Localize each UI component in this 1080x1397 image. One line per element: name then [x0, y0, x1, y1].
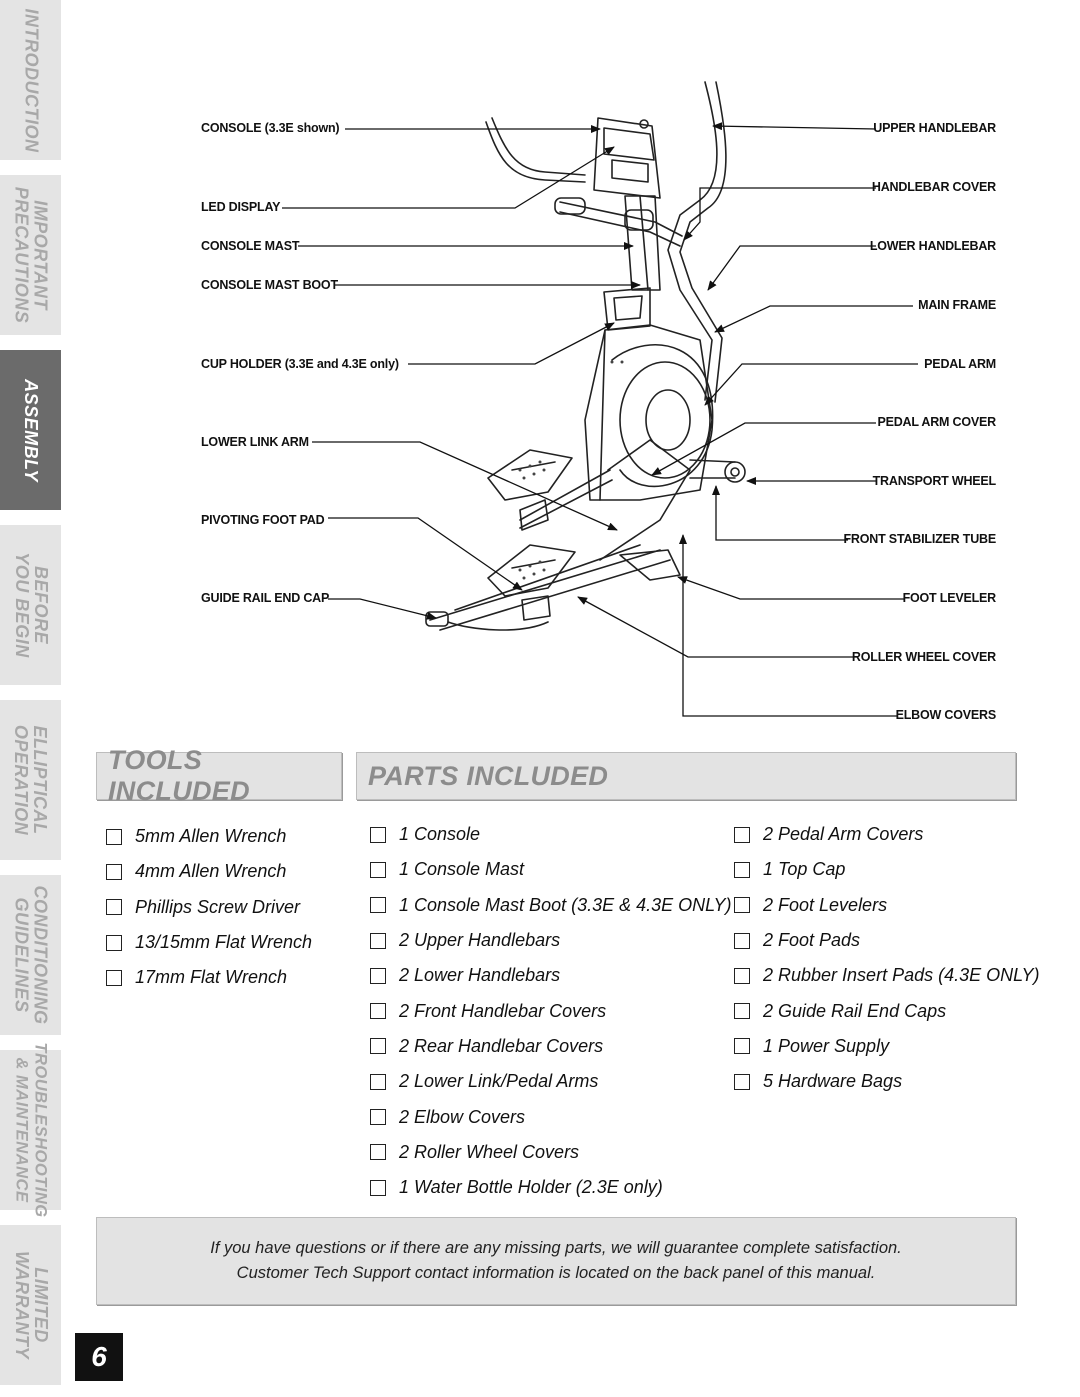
list-item: 4mm Allen Wrench [106, 854, 312, 889]
label-pedal-arm: PEDAL ARM [924, 357, 996, 371]
label-led-display: LED DISPLAY [201, 200, 281, 214]
tab-introduction[interactable]: INTRODUCTION [0, 0, 61, 160]
list-item: 2 Foot Levelers [734, 888, 1039, 923]
parts-checklist-column-1: 1 Console 1 Console Mast 1 Console Mast … [370, 817, 732, 1205]
list-item: 17mm Flat Wrench [106, 960, 312, 995]
list-item: 2 Lower Link/Pedal Arms [370, 1064, 732, 1099]
checkbox[interactable] [734, 1038, 750, 1055]
checkbox[interactable] [370, 967, 386, 984]
label-handlebar-cover: HANDLEBAR COVER [871, 180, 996, 194]
label-lower-link-arm: LOWER LINK ARM [201, 435, 309, 449]
page-number: 6 [75, 1333, 123, 1381]
list-item: 2 Front Handlebar Covers [370, 993, 732, 1028]
parts-included-title: PARTS INCLUDED [368, 760, 609, 791]
elliptical-parts-diagram: CONSOLE (3.3E shown) LED DISPLAY CONSOLE… [201, 81, 997, 722]
checkbox[interactable] [370, 826, 386, 843]
checkbox[interactable] [106, 899, 122, 916]
list-item: 2 Pedal Arm Covers [734, 817, 1039, 852]
parts-checklist-column-2: 2 Pedal Arm Covers 1 Top Cap 2 Foot Leve… [734, 817, 1039, 1099]
tools-included-heading: TOOLS INCLUDED [96, 745, 342, 806]
list-item: 1 Console Mast [370, 852, 732, 887]
checkbox[interactable] [734, 826, 750, 843]
checkbox[interactable] [370, 1038, 386, 1055]
checkbox[interactable] [370, 1003, 386, 1020]
support-note: If you have questions or if there are an… [96, 1217, 1016, 1305]
label-console-mast: CONSOLE MAST [201, 239, 300, 253]
checkbox[interactable] [106, 969, 122, 986]
list-item: 2 Lower Handlebars [370, 958, 732, 993]
checkbox[interactable] [734, 1073, 750, 1090]
label-cup-holder: CUP HOLDER (3.3E and 4.3E only) [201, 357, 399, 371]
label-pedal-arm-cover: PEDAL ARM COVER [877, 415, 996, 429]
label-elbow-covers: ELBOW COVERS [895, 708, 997, 722]
checkbox[interactable] [734, 932, 750, 949]
support-note-line-2: Customer Tech Support contact informatio… [236, 1264, 876, 1282]
tools-checklist: 5mm Allen Wrench 4mm Allen Wrench Philli… [106, 819, 312, 995]
list-item: 5mm Allen Wrench [106, 819, 312, 854]
list-item: 1 Water Bottle Holder (2.3E only) [370, 1170, 732, 1205]
checkbox[interactable] [370, 1179, 386, 1196]
checkbox[interactable] [106, 863, 122, 880]
list-item: 1 Power Supply [734, 1029, 1039, 1064]
checkbox[interactable] [734, 1003, 750, 1020]
list-item: 2 Guide Rail End Caps [734, 993, 1039, 1028]
label-lower-handlebar: LOWER HANDLEBAR [869, 239, 996, 253]
checkbox[interactable] [370, 861, 386, 878]
checkbox[interactable] [734, 861, 750, 878]
tools-included-title: TOOLS INCLUDED [108, 745, 250, 806]
list-item: 1 Top Cap [734, 852, 1039, 887]
checkbox[interactable] [370, 897, 386, 914]
label-pivoting-foot-pad: PIVOTING FOOT PAD [201, 513, 325, 527]
label-upper-handlebar: UPPER HANDLEBAR [873, 121, 996, 135]
support-note-line-1: If you have questions or if there are an… [210, 1239, 902, 1257]
label-main-frame: MAIN FRAME [918, 298, 996, 312]
label-foot-leveler: FOOT LEVELER [902, 591, 997, 605]
tab-troubleshooting-maintenance[interactable]: TROUBLESHOOTING& MAINTENANCE [0, 1042, 61, 1218]
label-front-stabilizer-tube: FRONT STABILIZER TUBE [843, 532, 996, 546]
label-console: CONSOLE (3.3E shown) [201, 121, 340, 135]
list-item: 1 Console [370, 817, 732, 852]
list-item: 13/15mm Flat Wrench [106, 925, 312, 960]
checkbox[interactable] [370, 932, 386, 949]
list-item: 2 Rear Handlebar Covers [370, 1029, 732, 1064]
list-item: 2 Rubber Insert Pads (4.3E ONLY) [734, 958, 1039, 993]
checkbox[interactable] [734, 897, 750, 914]
list-item: 2 Foot Pads [734, 923, 1039, 958]
parts-included-heading: PARTS INCLUDED [356, 752, 1016, 800]
checkbox[interactable] [370, 1073, 386, 1090]
list-item: Phillips Screw Driver [106, 890, 312, 925]
label-console-mast-boot: CONSOLE MAST BOOT [201, 278, 338, 292]
checkbox[interactable] [370, 1144, 386, 1161]
checkbox[interactable] [734, 967, 750, 984]
checkbox[interactable] [106, 934, 122, 951]
tab-troubleshooting-maintenance-label: TROUBLESHOOTING& MAINTENANCE [12, 1042, 50, 1218]
checkbox[interactable] [106, 828, 122, 845]
list-item: 1 Console Mast Boot (3.3E & 4.3E ONLY) [370, 888, 732, 923]
checkbox[interactable] [370, 1109, 386, 1126]
list-item: 5 Hardware Bags [734, 1064, 1039, 1099]
elliptical-illustration [282, 81, 918, 717]
label-guide-rail-end-cap: GUIDE RAIL END CAP [201, 591, 330, 605]
label-transport-wheel: TRANSPORT WHEEL [872, 474, 997, 488]
list-item: 2 Roller Wheel Covers [370, 1135, 732, 1170]
list-item: 2 Elbow Covers [370, 1099, 732, 1134]
tab-assembly[interactable]: ASSEMBLY [0, 350, 61, 510]
list-item: 2 Upper Handlebars [370, 923, 732, 958]
label-roller-wheel-cover: ROLLER WHEEL COVER [851, 650, 996, 664]
